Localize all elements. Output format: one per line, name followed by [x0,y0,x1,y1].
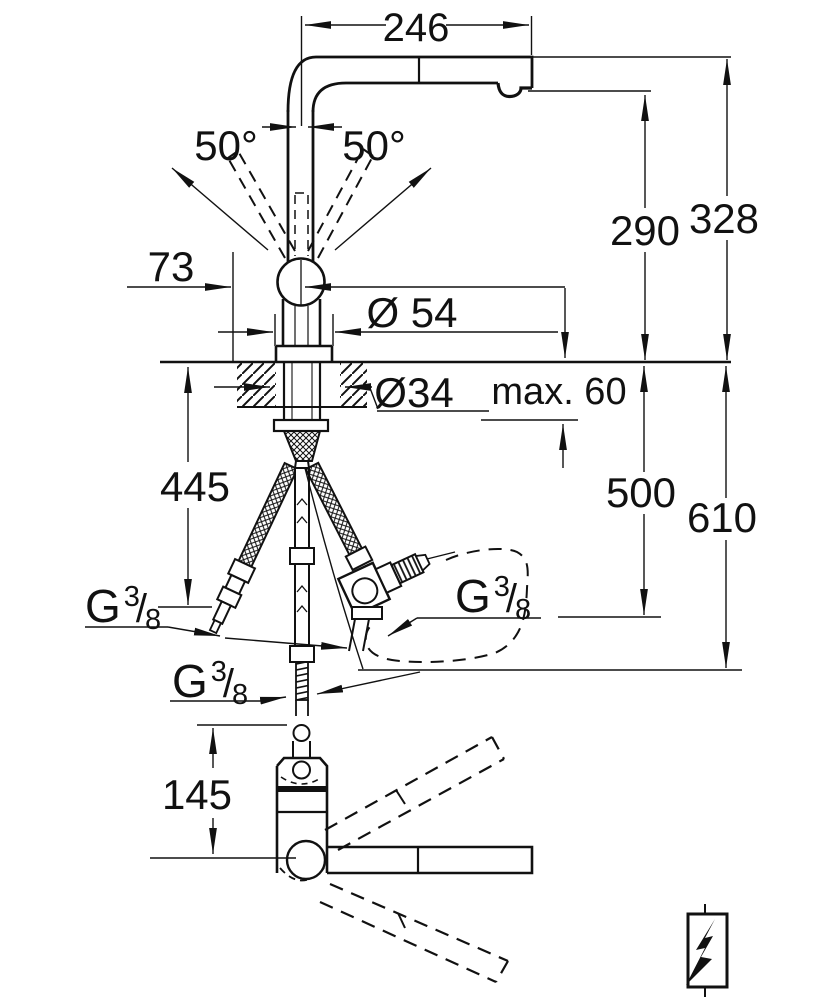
label-hose-length-a: 445 [160,463,230,510]
label-swivel-right: 50° [342,122,406,169]
label-deck-thickness: max. 60 [491,371,626,413]
spout-top-view [327,845,534,875]
hose-detail-chevrons [296,497,308,613]
check-valve-connector [336,551,456,652]
thread-slash: / [506,577,518,621]
faucet-top-view [275,724,534,984]
faucet-side-view [227,55,534,362]
thread-g: G [172,655,208,707]
thread-sub: 8 [232,679,248,711]
thread-sub: 8 [515,594,531,626]
label-outlet-height: 290 [610,207,680,254]
thread-sub: 8 [145,604,161,636]
pullout-hose-loop [304,467,529,670]
thread-sup: 3 [494,571,510,603]
label-base-diameter: Ø 54 [366,289,457,336]
label-hose-length-b: 500 [606,469,676,516]
dimension-labels: 246 50° 50° 73 290 328 Ø 54 Ø34 max. 60 … [85,6,759,818]
label-hose-length-c: 610 [687,494,757,541]
mounting-hardware [272,362,330,469]
label-spout-reach: 246 [383,6,450,50]
threaded-shank [282,430,322,462]
label-body-height: 145 [162,771,232,818]
thread-sup: 3 [211,656,227,688]
lever-pin [292,760,311,780]
deck-hatch-left [237,363,276,407]
lightning-bolt-icon [686,904,729,997]
pullout-spray-hose-center [289,467,315,716]
escutcheon-flange [274,344,334,362]
thread-g: G [85,580,121,632]
thread-g: G [455,570,491,622]
lever-dashed-positions [227,148,374,259]
label-hole-diameter: Ø34 [374,369,453,416]
body-outline [275,756,329,873]
supply-hose-left [208,461,299,635]
deck-hatch-right [340,363,367,407]
mounting-washer [272,418,330,433]
thread-slash: / [223,662,235,706]
spout-pivot [285,839,327,881]
label-swivel-left: 50° [194,122,258,169]
g38-thread-stub [295,661,309,701]
dimension-lines [85,16,742,859]
label-spout-height: 328 [689,195,759,242]
label-lever-offset: 73 [148,243,195,290]
thread-sup: 3 [124,581,140,613]
spout-swivel-dashed [319,736,509,984]
hose-end-cap [292,724,311,742]
supply-hose-right [304,461,374,572]
thread-slash: / [136,587,148,631]
spray-outlet-bump [496,82,532,99]
hidden-hose-lines [294,192,309,256]
